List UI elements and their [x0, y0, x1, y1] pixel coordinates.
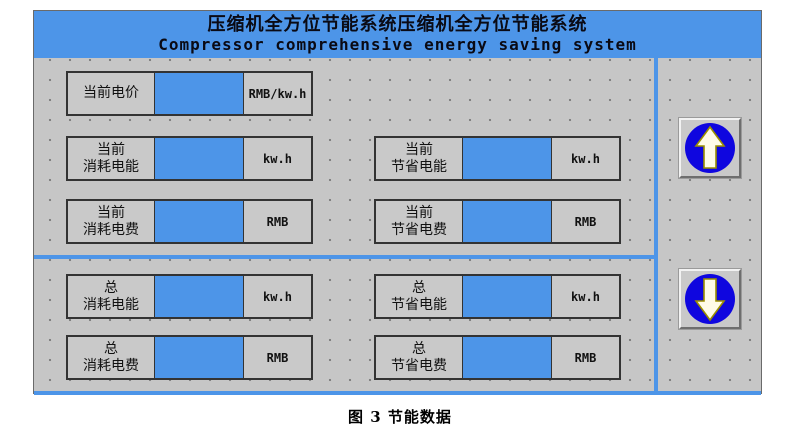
label-text: 当前电价 [83, 85, 139, 101]
label-text: 节省电费 [391, 357, 447, 374]
label-text: 当前 [405, 204, 433, 221]
field-total-consumed-energy: 总 消耗电能 kw.h [66, 274, 313, 319]
field-current-saved-energy-unit: kw.h [571, 151, 600, 166]
down-arrow-icon [684, 273, 736, 325]
title-bar: 压缩机全方位节能系统压缩机全方位节能系统 Compressor comprehe… [34, 11, 761, 58]
field-current-consumed-cost: 当前 消耗电费 RMB [66, 199, 313, 244]
label-text: 当前 [405, 141, 433, 158]
page-up-button[interactable] [678, 117, 742, 179]
label-text: 消耗电费 [83, 221, 139, 238]
field-total-consumed-cost-label: 总 消耗电费 [68, 337, 154, 378]
section-divider-line [34, 255, 654, 259]
up-arrow-icon [684, 122, 736, 174]
field-current-saved-cost-label: 当前 节省电费 [376, 201, 462, 242]
label-text: 消耗电能 [83, 296, 139, 313]
page-down-button[interactable] [678, 268, 742, 330]
label-text: 消耗电能 [83, 158, 139, 175]
field-total-saved-cost-value[interactable] [462, 337, 552, 378]
field-current-price-label: 当前电价 [68, 73, 154, 114]
field-current-saved-cost-unit: RMB [574, 214, 597, 229]
label-text: 节省电费 [391, 221, 447, 238]
field-current-consumed-energy-value[interactable] [154, 138, 244, 179]
field-current-consumed-energy: 当前 消耗电能 kw.h [66, 136, 313, 181]
field-current-saved-energy: 当前 节省电能 kw.h [374, 136, 621, 181]
field-current-saved-cost: 当前 节省电费 RMB [374, 199, 621, 244]
field-total-consumed-energy-unit: kw.h [263, 289, 292, 304]
label-text: 消耗电费 [83, 357, 139, 374]
field-total-saved-energy-value[interactable] [462, 276, 552, 317]
label-text: 当前 [97, 141, 125, 158]
page-title-chinese: 压缩机全方位节能系统压缩机全方位节能系统 [207, 14, 588, 35]
field-current-consumed-cost-unit: RMB [266, 214, 289, 229]
hmi-panel: 压缩机全方位节能系统压缩机全方位节能系统 Compressor comprehe… [33, 10, 762, 395]
field-current-saved-energy-label: 当前 节省电能 [376, 138, 462, 179]
label-text: 节省电能 [391, 296, 447, 313]
field-total-consumed-energy-label: 总 消耗电能 [68, 276, 154, 317]
label-text: 节省电能 [391, 158, 447, 175]
figure-caption: 图 3 节能数据 [348, 408, 452, 426]
field-current-consumed-energy-unit: kw.h [263, 151, 292, 166]
panel-bottom-border-line [34, 391, 761, 395]
page-title-english: Compressor comprehensive energy saving s… [158, 35, 637, 54]
field-current-consumed-cost-label: 当前 消耗电费 [68, 201, 154, 242]
field-total-consumed-cost: 总 消耗电费 RMB [66, 335, 313, 380]
field-total-saved-cost: 总 节省电费 RMB [374, 335, 621, 380]
field-total-consumed-energy-value[interactable] [154, 276, 244, 317]
label-text: 当前 [97, 204, 125, 221]
field-total-consumed-cost-unit: RMB [266, 350, 289, 365]
label-text: 总 [104, 279, 118, 296]
field-current-consumed-cost-value[interactable] [154, 201, 244, 242]
field-current-price-value[interactable] [154, 73, 244, 114]
field-current-price-unit: RMB/kw.h [248, 86, 307, 101]
button-column-divider-line [654, 58, 658, 395]
field-total-saved-energy-unit: kw.h [571, 289, 600, 304]
label-text: 总 [104, 340, 118, 357]
field-current-consumed-energy-label: 当前 消耗电能 [68, 138, 154, 179]
field-total-saved-energy-label: 总 节省电能 [376, 276, 462, 317]
field-current-saved-energy-value[interactable] [462, 138, 552, 179]
field-total-saved-cost-unit: RMB [574, 350, 597, 365]
field-total-saved-cost-label: 总 节省电费 [376, 337, 462, 378]
field-current-price: 当前电价 RMB/kw.h [66, 71, 313, 116]
label-text: 总 [412, 340, 426, 357]
hmi-canvas: 当前电价 RMB/kw.h 当前 消耗电能 kw.h 当前 节省电能 kw.h [34, 58, 761, 395]
label-text: 总 [412, 279, 426, 296]
field-current-saved-cost-value[interactable] [462, 201, 552, 242]
field-total-consumed-cost-value[interactable] [154, 337, 244, 378]
field-total-saved-energy: 总 节省电能 kw.h [374, 274, 621, 319]
